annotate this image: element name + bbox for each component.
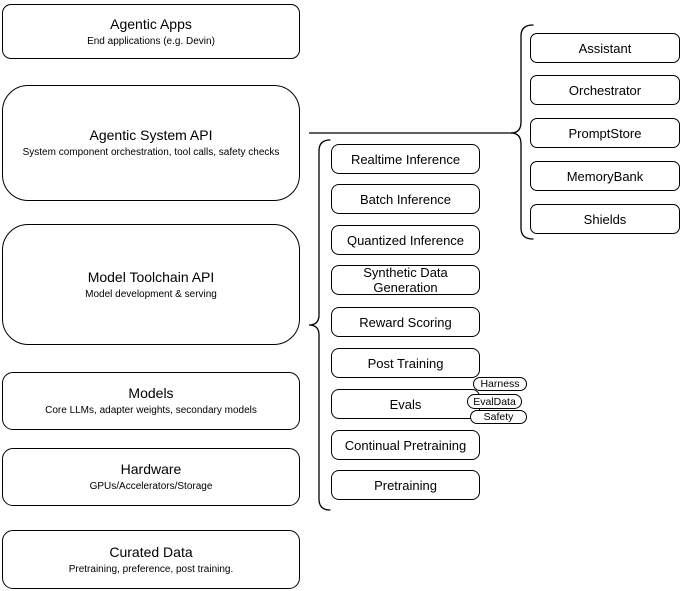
- node-label: Batch Inference: [359, 191, 452, 207]
- node-subtitle: Model development & serving: [85, 288, 217, 300]
- node-label: Shields: [583, 211, 627, 227]
- pill-label: Safety: [483, 411, 514, 423]
- node-label: Post Training: [367, 355, 444, 371]
- node-label: MemoryBank: [566, 168, 644, 184]
- node-label: PromptStore: [568, 125, 642, 141]
- node-continual-pretraining: Continual Pretraining: [331, 430, 480, 460]
- node-synthetic-data-generation: Synthetic Data Generation: [331, 265, 480, 295]
- node-batch-inference: Batch Inference: [331, 184, 480, 214]
- node-subtitle: End applications (e.g. Devin): [87, 35, 215, 47]
- node-label: Realtime Inference: [350, 151, 461, 167]
- node-pretraining: Pretraining: [331, 470, 480, 500]
- node-subtitle: Core LLMs, adapter weights, secondary mo…: [45, 405, 257, 416]
- middle-group-brace: [308, 139, 331, 511]
- node-title: Agentic System API: [89, 127, 213, 143]
- node-label: Orchestrator: [568, 82, 642, 98]
- node-models: Models Core LLMs, adapter weights, secon…: [2, 372, 300, 430]
- node-title: Agentic Apps: [110, 15, 192, 32]
- node-label: Reward Scoring: [359, 314, 452, 330]
- node-hardware: Hardware GPUs/Accelerators/Storage: [2, 448, 300, 506]
- node-assistant: Assistant: [530, 33, 680, 63]
- node-subtitle: System component orchestration, tool cal…: [22, 147, 280, 158]
- pill-evaldata: EvalData: [467, 394, 522, 409]
- pill-label: EvalData: [473, 395, 516, 408]
- node-label: Synthetic Data Generation: [363, 265, 448, 295]
- node-label: Quantized Inference: [346, 232, 465, 248]
- pill-harness: Harness: [473, 377, 527, 391]
- node-title: Hardware: [120, 461, 182, 477]
- node-reward-scoring: Reward Scoring: [331, 307, 480, 337]
- node-label: Evals: [389, 396, 422, 412]
- node-label: Pretraining: [374, 477, 437, 493]
- node-subtitle: Pretraining, preference, post training.: [68, 563, 234, 575]
- node-label: Assistant: [578, 40, 632, 56]
- node-post-training: Post Training: [331, 348, 480, 378]
- node-title: Model Toolchain API: [87, 268, 215, 285]
- node-title: Curated Data: [109, 543, 193, 560]
- pill-safety: Safety: [470, 410, 527, 424]
- node-evals: Evals: [331, 389, 480, 419]
- node-title: Models: [128, 385, 174, 401]
- pill-label: Harness: [480, 378, 520, 390]
- node-model-toolchain-api: Model Toolchain API Model development & …: [2, 224, 300, 345]
- node-agentic-system-api: Agentic System API System component orch…: [2, 85, 300, 201]
- node-subtitle: GPUs/Accelerators/Storage: [89, 481, 213, 492]
- node-memorybank: MemoryBank: [530, 161, 680, 191]
- node-orchestrator: Orchestrator: [530, 75, 680, 105]
- node-curated-data: Curated Data Pretraining, preference, po…: [2, 530, 300, 589]
- node-label: Continual Pretraining: [344, 437, 467, 453]
- node-shields: Shields: [530, 204, 680, 234]
- node-agentic-apps: Agentic Apps End applications (e.g. Devi…: [2, 4, 300, 59]
- node-realtime-inference: Realtime Inference: [331, 144, 480, 174]
- node-quantized-inference: Quantized Inference: [331, 225, 480, 255]
- node-promptstore: PromptStore: [530, 118, 680, 148]
